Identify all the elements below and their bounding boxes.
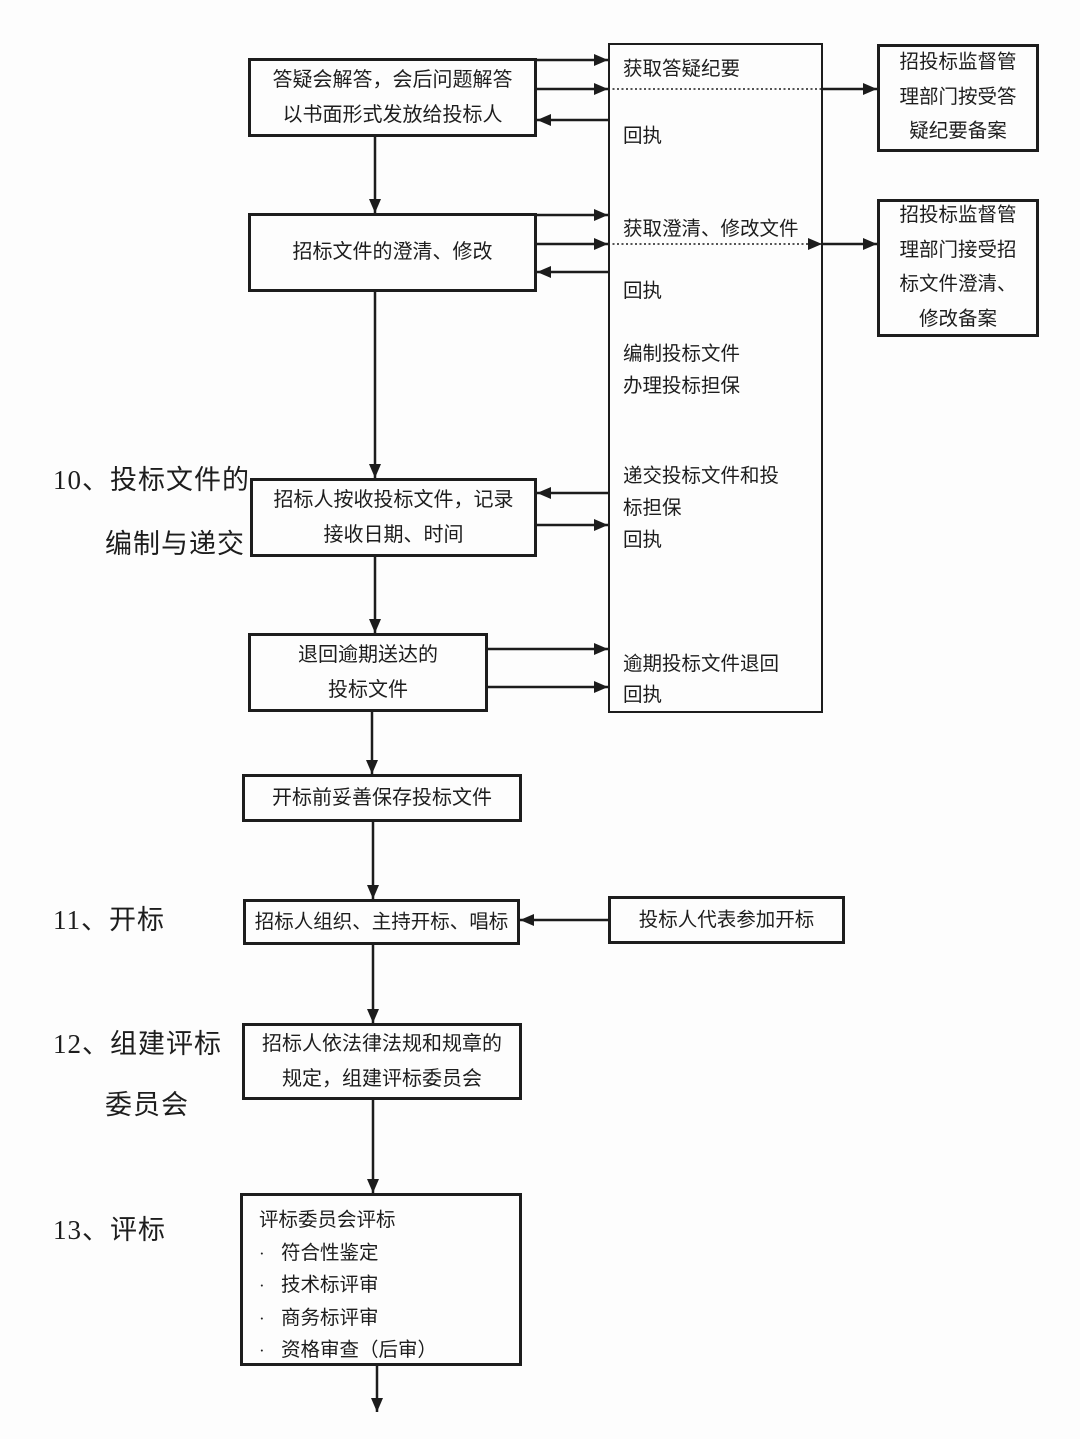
evaluation-item-text: 符合性鉴定 [281,1242,379,1264]
box-line: 以书面形式发放给投标人 [282,103,503,126]
box-line: 接收日期、时间 [323,523,464,546]
section-label-12-line2: 委员会 [105,1090,189,1120]
bullet-dot: · [259,1276,265,1295]
box-form-committee: 招标人依法律法规和规章的 规定，组建评标委员会 [242,1023,522,1100]
box-line: 开标前妥善保存投标文件 [272,786,492,809]
box-line: 招标人依法律法规和规章的 [262,1032,502,1055]
box-line: 投标人代表参加开标 [638,909,815,931]
box-line: 答疑会解答，会后问题解答 [272,68,513,91]
bidder-submit-line1: 递交投标文件和投 [623,466,780,487]
box-clarify-docs: 招标文件的澄清、修改 [248,213,537,292]
box-line: 疑纪要备案 [909,121,1007,143]
box-line: 规定，组建评标委员会 [282,1067,482,1090]
evaluation-item: · 符合性鉴定 [259,1238,519,1271]
box-regulator-clarify: 招投标监督管 理部门接受招 标文件澄清、 修改备案 [877,199,1039,337]
box-line: 理部门按受答 [899,86,1017,108]
bidder-get-clarify: 获取澄清、修改文件 [623,219,799,240]
box-keep-safe: 开标前妥善保存投标文件 [242,774,522,822]
bullet-dot: · [259,1243,265,1263]
box-line: 标文件澄清、 [899,274,1017,295]
box-receive-bids: 招标人按收投标文件，记录 接收日期、时间 [250,478,537,557]
section-label-12-line1: 12、组建评标 [53,1029,222,1059]
box-return-overdue: 退回逾期送达的 投标文件 [248,633,488,712]
box-line: 招标人组织、主持开标、唱标 [254,911,509,933]
bullet-dot: · [259,1308,265,1328]
box-qa-reply: 答疑会解答，会后问题解答 以书面形式发放给投标人 [248,58,537,137]
bidder-submit-line2: 标担保 [623,498,682,519]
bidder-receipt: 回执 [623,530,663,551]
section-label-11: 11、开标 [53,905,165,935]
evaluation-title: 评标委员会评标 [259,1210,396,1231]
box-line: 招投标监督管 [899,205,1017,226]
bidder-prepare-line1: 编制投标文件 [623,344,741,365]
box-line: 招投标监督管 [899,52,1017,74]
box-open-bid: 招标人组织、主持开标、唱标 [243,899,520,945]
evaluation-item: · 资格审查（后审） [259,1335,519,1368]
evaluation-item: · 技术标评审 [259,1270,519,1303]
box-line: 招标人按收投标文件，记录 [273,488,514,511]
bidder-receipt: 回执 [623,281,663,302]
box-bidder-column: 获取答疑纪要 回执 获取澄清、修改文件 回执 编制投标文件 办理投标担保 递交投… [608,43,823,713]
evaluation-item-text: 技术标评审 [281,1275,379,1296]
section-label-10-line2: 编制与递交 [105,529,245,559]
box-line: 投标文件 [328,678,408,701]
bidder-prepare-line2: 办理投标担保 [623,376,741,397]
box-evaluation: 评标委员会评标 · 符合性鉴定 · 技术标评审 · 商务标评审 · 资格审查（后审） [240,1193,522,1366]
box-line: 招标文件的澄清、修改 [292,241,493,263]
section-label-10-line1: 10、投标文件的 [53,465,250,495]
box-bidder-rep: 投标人代表参加开标 [608,896,845,944]
section-label-13: 13、评标 [53,1215,166,1245]
evaluation-item-text: 商务标评审 [281,1307,379,1329]
box-regulator-minutes: 招投标监督管 理部门按受答 疑纪要备案 [877,44,1039,152]
box-line: 修改备案 [918,308,997,330]
bidder-receipt: 回执 [623,126,663,147]
box-line: 退回逾期送达的 [298,643,438,666]
evaluation-item-text: 资格审查（后审） [281,1340,438,1361]
evaluation-item: · 商务标评审 [259,1303,519,1336]
bidder-overdue-return: 逾期投标文件退回 [623,654,780,675]
bullet-dot: · [259,1341,265,1360]
box-line: 理部门接受招 [899,239,1017,261]
bidder-receipt: 回执 [623,685,663,706]
bidder-get-minutes: 获取答疑纪要 [623,59,741,80]
